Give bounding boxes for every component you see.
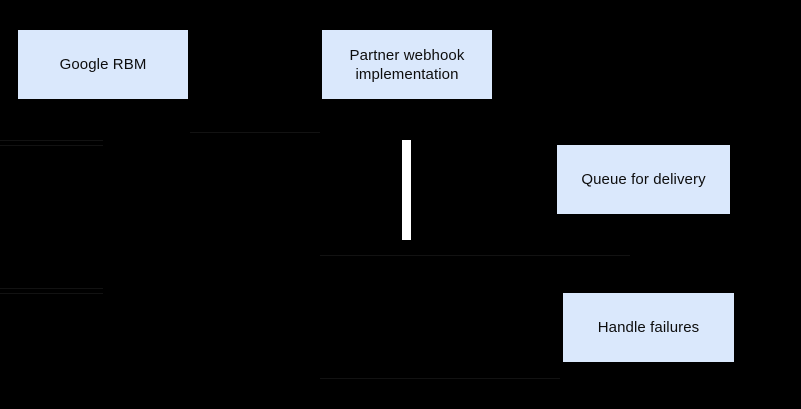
connector-line [190,132,320,133]
connector-line [320,378,560,379]
connector-line [0,145,103,146]
node-handle-failures[interactable]: Handle failures [563,293,734,362]
node-google-rbm[interactable]: Google RBM [18,30,188,99]
connector-line [0,293,103,294]
vertical-white-bar [402,140,411,240]
connector-line [320,255,630,256]
node-label-handle-failures: Handle failures [597,319,700,336]
node-label-queue-for-delivery: Queue for delivery [581,171,706,188]
node-label-google-rbm: Google RBM [59,56,147,73]
connector-line [0,140,103,141]
node-partner-webhook-implementation[interactable]: Partner webhook implementation [322,30,492,99]
connector-line [0,288,103,289]
node-label-partner-webhook-implementation: Partner webhook implementation [349,46,465,83]
node-queue-for-delivery[interactable]: Queue for delivery [557,145,730,214]
